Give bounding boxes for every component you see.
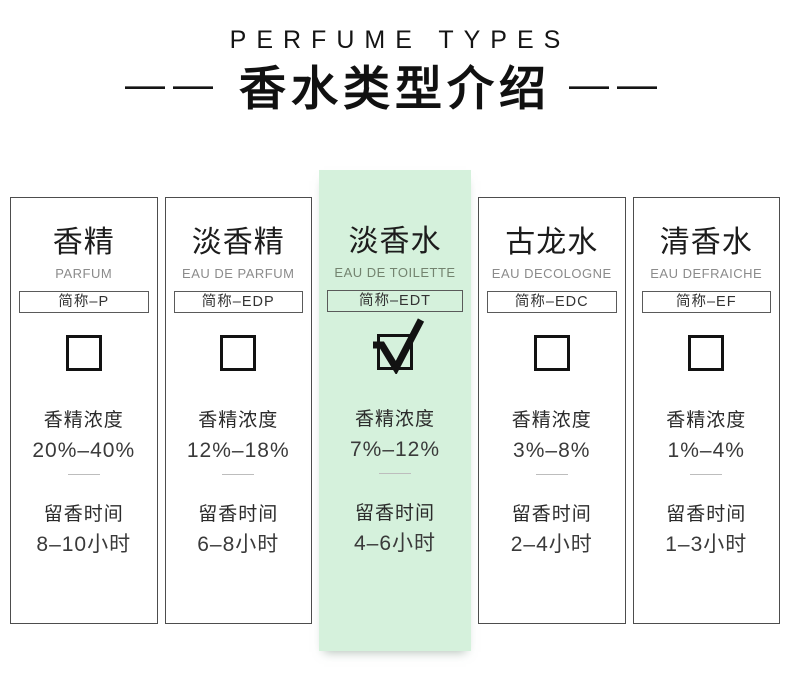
duration-value: 1–3小时 xyxy=(665,533,748,556)
title-dash-left: —— xyxy=(125,62,221,107)
concentration-label: 香精浓度 xyxy=(43,410,124,431)
abbr-badge: 简称–EDC xyxy=(487,291,617,313)
page-title: 香水类型介绍 xyxy=(239,62,551,115)
concentration-value: 3%–8% xyxy=(513,439,591,462)
perfume-card-parfum: 香精 PARFUM 简称–P 香精浓度 20%–40% 留香时间 8–10小时 xyxy=(10,197,158,624)
card-title-cn: 香精 xyxy=(52,226,115,259)
page-header: PERFUME TYPES —— 香水类型介绍 —— xyxy=(0,0,790,115)
checkbox-checked-icon xyxy=(373,318,425,374)
checkbox-icon xyxy=(220,335,257,371)
card-title-en: PARFUM xyxy=(55,266,113,281)
card-title-cn: 清香水 xyxy=(659,226,753,259)
card-title-en: EAU DE PARFUM xyxy=(182,266,295,281)
abbr-badge: 简称–P xyxy=(19,291,149,313)
concentration-value: 7%–12% xyxy=(349,438,441,461)
abbr-badge: 简称–EF xyxy=(641,291,771,313)
card-title-cn: 古龙水 xyxy=(505,226,599,259)
checkbox-icon xyxy=(533,335,570,371)
perfume-card-eau-decologne: 古龙水 EAU DECOLOGNE 简称–EDC 香精浓度 3%–8% 留香时间… xyxy=(478,197,626,624)
duration-value: 6–8小时 xyxy=(197,533,280,556)
card-title-en: EAU DEFRAICHE xyxy=(650,266,763,281)
perfume-card-eau-de-toilette: 淡香水 EAU DE TOILETTE 简称–EDT 香精浓度 7%–12% 留… xyxy=(319,170,471,651)
checkbox-icon xyxy=(65,335,102,371)
duration-label: 留香时间 xyxy=(43,504,124,525)
concentration-value: 1%–4% xyxy=(667,439,745,462)
duration-value: 4–6小时 xyxy=(353,532,437,555)
duration-label: 留香时间 xyxy=(511,504,592,525)
duration-value: 8–10小时 xyxy=(36,533,132,556)
check-icon xyxy=(373,318,425,374)
perfume-cards: 香精 PARFUM 简称–P 香精浓度 20%–40% 留香时间 8–10小时 … xyxy=(10,170,780,651)
eyebrow-title: PERFUME TYPES xyxy=(229,26,571,54)
duration-label: 留香时间 xyxy=(198,504,279,525)
concentration-label: 香精浓度 xyxy=(198,410,279,431)
concentration-label: 香精浓度 xyxy=(511,410,592,431)
abbr-badge: 简称–EDP xyxy=(173,291,303,313)
abbr-badge: 简称–EDT xyxy=(327,290,463,312)
card-title-en: EAU DE TOILETTE xyxy=(334,265,456,280)
perfume-card-eau-defraiche: 清香水 EAU DEFRAICHE 简称–EF 香精浓度 1%–4% 留香时间 … xyxy=(632,197,780,624)
concentration-value: 12%–18% xyxy=(186,439,290,462)
card-title-cn: 淡香精 xyxy=(191,226,285,259)
divider xyxy=(222,474,255,475)
divider xyxy=(535,474,568,475)
concentration-value: 20%–40% xyxy=(32,439,136,462)
checkbox-icon xyxy=(688,335,725,371)
card-title-en: EAU DECOLOGNE xyxy=(491,266,612,281)
duration-label: 留香时间 xyxy=(354,503,435,524)
title-row: —— 香水类型介绍 —— xyxy=(0,63,790,115)
duration-value: 2–4小时 xyxy=(510,533,593,556)
perfume-card-eau-de-parfum: 淡香精 EAU DE PARFUM 简称–EDP 香精浓度 12%–18% 留香… xyxy=(164,197,312,624)
concentration-label: 香精浓度 xyxy=(666,410,747,431)
divider xyxy=(67,474,100,475)
card-title-cn: 淡香水 xyxy=(348,225,442,258)
duration-label: 留香时间 xyxy=(666,504,747,525)
concentration-label: 香精浓度 xyxy=(354,409,435,430)
divider xyxy=(379,473,411,474)
divider xyxy=(690,474,723,475)
title-dash-right: —— xyxy=(569,62,665,107)
